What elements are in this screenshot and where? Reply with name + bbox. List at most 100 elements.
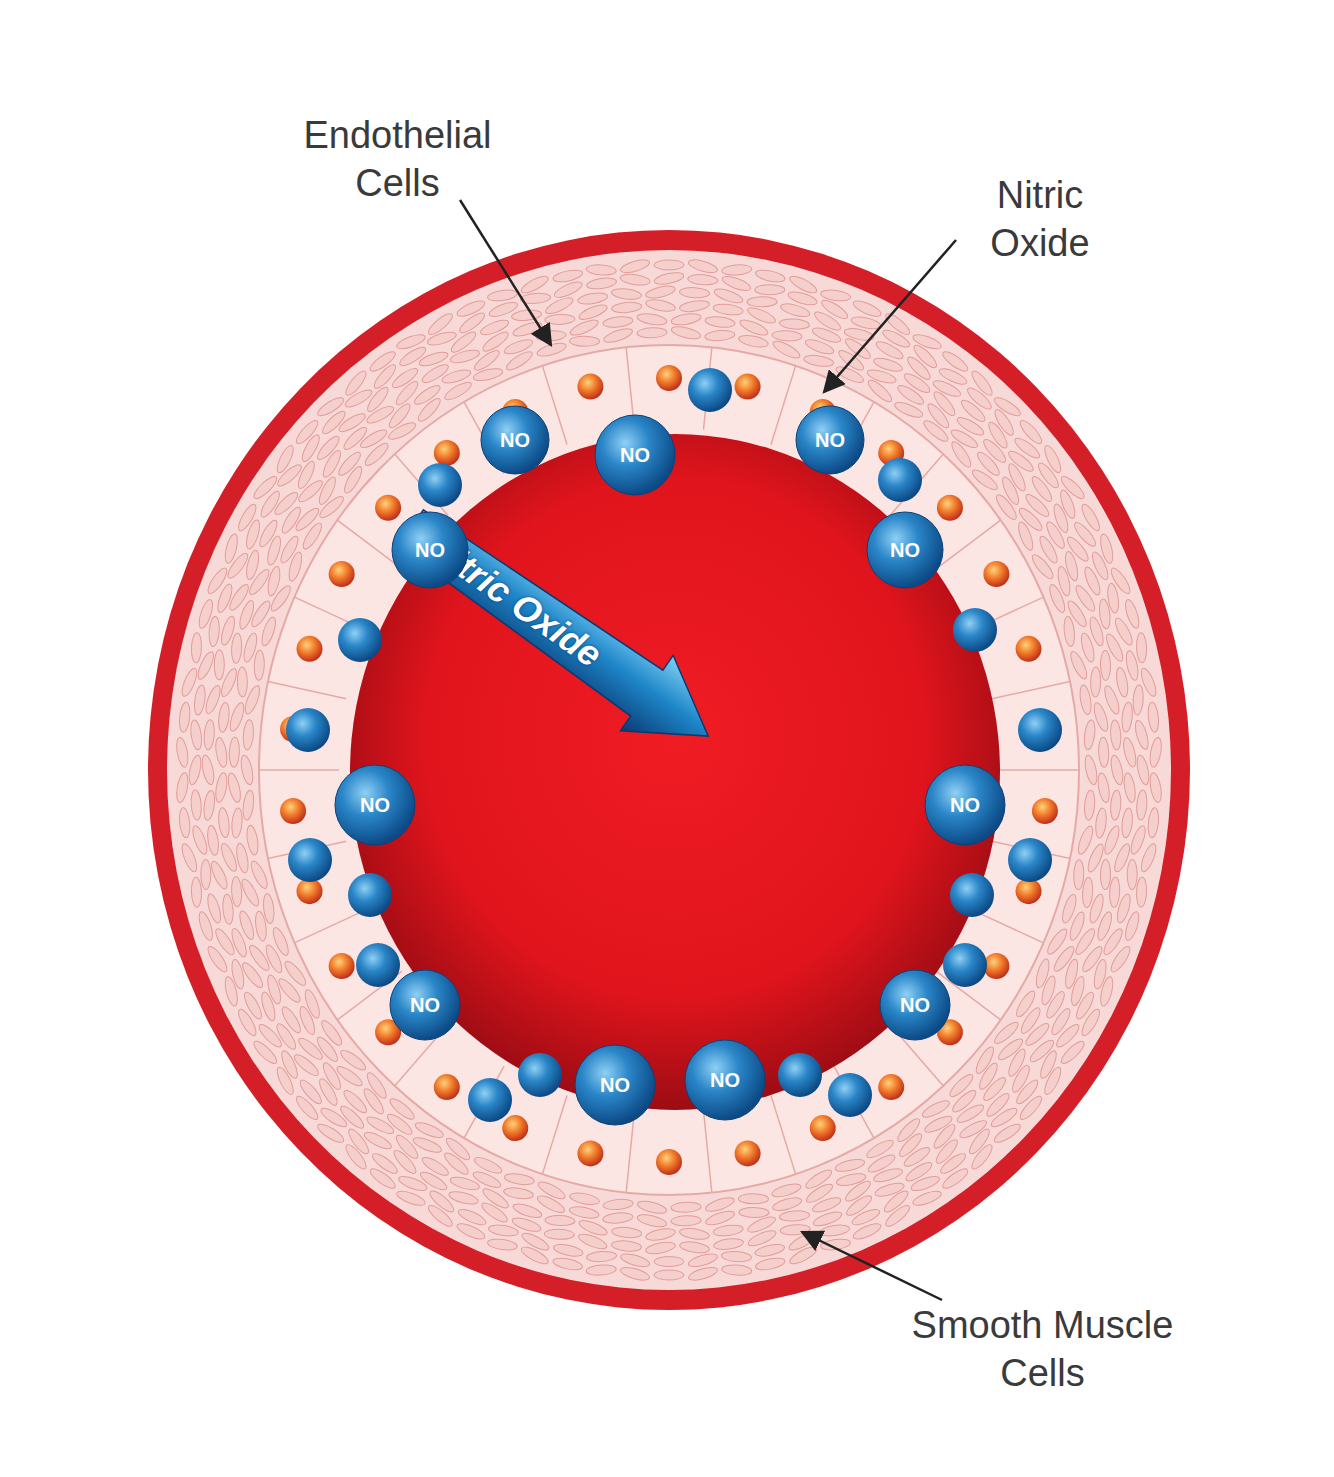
muscle-cell — [969, 368, 995, 398]
muscle-cell — [850, 315, 881, 331]
muscle-cell — [654, 1270, 684, 1280]
muscle-cell — [511, 309, 542, 322]
cell-nucleus — [1015, 636, 1041, 662]
muscle-cell — [245, 825, 260, 856]
nitric-oxide-molecule: NO — [867, 512, 943, 588]
muscle-cell — [254, 650, 265, 680]
endothelial-cells — [259, 347, 1079, 1193]
muscle-cell — [1108, 944, 1133, 974]
muscle-cell — [274, 443, 296, 474]
muscle-cell — [200, 754, 216, 785]
muscle-cell — [316, 475, 338, 506]
muscle-cell — [788, 273, 819, 296]
muscle-cell — [1148, 737, 1163, 768]
muscle-cell — [519, 273, 550, 296]
muscle-cell — [940, 1166, 970, 1192]
muscle-cell — [679, 287, 710, 299]
muscle-cell — [738, 333, 769, 349]
muscle-cell — [779, 1210, 810, 1222]
muscle-cell — [602, 315, 633, 328]
muscle-cell — [619, 1251, 651, 1269]
nitric-oxide-dot — [828, 1073, 872, 1117]
muscle-cell — [636, 1199, 668, 1216]
molecule-label: NO — [815, 429, 845, 452]
muscle-cell — [645, 1240, 676, 1256]
muscle-cell — [645, 284, 676, 301]
muscle-cell — [586, 276, 617, 290]
molecule-label: NO — [950, 794, 980, 817]
muscle-cell — [679, 1227, 710, 1241]
muscle-cell — [636, 312, 667, 327]
muscle-cell — [512, 1201, 544, 1220]
nitric-oxide-molecule: NO — [595, 415, 675, 495]
muscle-cell — [552, 1256, 583, 1272]
muscle-cell — [1063, 616, 1076, 647]
muscle-cell — [645, 1227, 676, 1243]
muscle-cell — [1098, 737, 1109, 767]
nitric-oxide-dot — [288, 838, 332, 882]
muscle-cell — [235, 842, 251, 873]
muscle-cell — [803, 354, 834, 368]
muscle-cell — [315, 395, 346, 419]
muscle-cell — [1132, 685, 1144, 716]
muscle-cell — [196, 910, 215, 942]
muscle-cell — [721, 264, 752, 276]
muscle-cell — [1148, 772, 1163, 803]
muscle-cell — [368, 349, 398, 375]
cell-nucleus — [656, 365, 682, 391]
muscle-cell — [251, 1038, 280, 1066]
nitric-oxide-molecule: NO — [685, 1040, 765, 1120]
molecule-circle — [390, 970, 460, 1040]
molecule-label: NO — [360, 794, 390, 817]
muscle-cell — [687, 1265, 719, 1283]
muscle-cell — [705, 315, 736, 328]
muscle-cell — [851, 298, 882, 319]
leader-line — [460, 200, 551, 345]
nitric-oxide-dot — [468, 1078, 512, 1122]
nitric-oxide-dot — [953, 608, 997, 652]
muscle-cell — [1106, 583, 1120, 614]
muscle-cell — [721, 1264, 752, 1276]
muscle-cell — [1083, 754, 1099, 785]
muscle-cell — [755, 285, 785, 295]
muscle-cell — [671, 1215, 701, 1226]
muscle-cell — [772, 330, 803, 342]
muscle-cell — [1082, 877, 1094, 908]
muscle-cell — [503, 337, 535, 357]
muscle-cell — [1147, 702, 1160, 733]
molecule-label: NO — [900, 994, 930, 1017]
muscle-cell — [670, 312, 701, 327]
muscle-cell — [1136, 633, 1147, 663]
muscle-cell — [969, 1142, 995, 1172]
muscle-cell — [586, 264, 617, 276]
nitric-oxide-dot — [338, 618, 382, 662]
nitric-oxide-dot — [943, 943, 987, 987]
muscle-cell — [636, 1212, 668, 1229]
muscle-cell — [1109, 754, 1125, 785]
muscle-cell — [602, 326, 634, 345]
muscle-cell — [819, 1223, 850, 1237]
cell-boundary — [294, 909, 367, 943]
leader-line — [824, 240, 956, 392]
muscle-cell — [488, 1223, 519, 1237]
vessel-outer-wall — [148, 230, 1190, 1310]
muscle-cell — [295, 459, 317, 490]
muscle-cell — [426, 1202, 455, 1229]
nitric-oxide-dot — [878, 458, 922, 502]
muscle-cell — [203, 719, 215, 750]
molecule-label: NO — [600, 1074, 630, 1097]
molecule-label: NO — [890, 539, 920, 562]
molecule-circle — [481, 406, 549, 474]
muscle-cell — [1138, 667, 1159, 699]
muscle-cell — [1090, 667, 1100, 697]
muscle-cell — [611, 1226, 642, 1239]
muscle-cell — [1136, 790, 1148, 821]
nitric-oxide-dot — [688, 368, 732, 412]
muscle-cell — [368, 1166, 398, 1192]
nitric-oxide-dot — [286, 708, 330, 752]
molecule-circle — [796, 406, 864, 474]
muscle-cell — [940, 349, 970, 375]
muscle-cell — [1100, 650, 1111, 680]
muscle-cell — [611, 301, 642, 314]
